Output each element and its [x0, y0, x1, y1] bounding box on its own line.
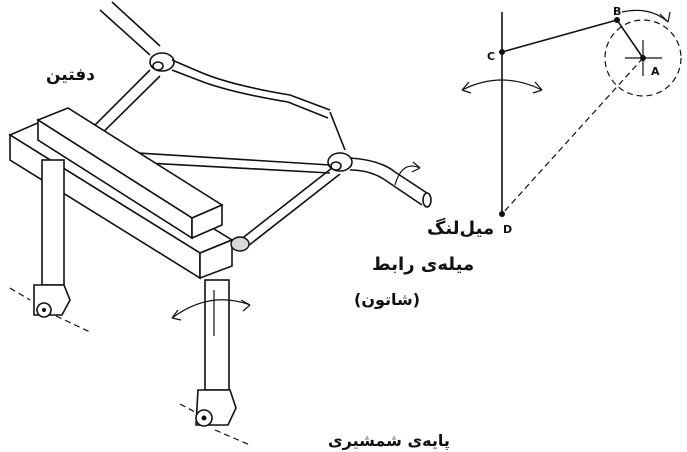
joint-a [640, 55, 646, 61]
point-label-a: A [651, 65, 660, 78]
treadle-mechanism-drawing [8, 1, 432, 446]
joint-c [499, 49, 505, 55]
joint-d [499, 211, 505, 217]
joint-b [614, 17, 620, 23]
label-crankshaft: میل‌لنگ [427, 217, 494, 239]
point-label-c: C [487, 50, 495, 63]
label-connecting-rod: میله‌ی رابط [372, 254, 474, 275]
point-label-d: D [503, 223, 512, 236]
crank-circle [604, 19, 682, 97]
label-treadle: دفتین [46, 65, 95, 85]
point-label-b: B [613, 5, 621, 18]
label-connecting-rod-alt: (شاتون) [354, 290, 420, 309]
label-rocker-leg: پایه‌ی شمشیری [328, 431, 450, 451]
kinematic-schematic: A B C D [461, 5, 682, 236]
